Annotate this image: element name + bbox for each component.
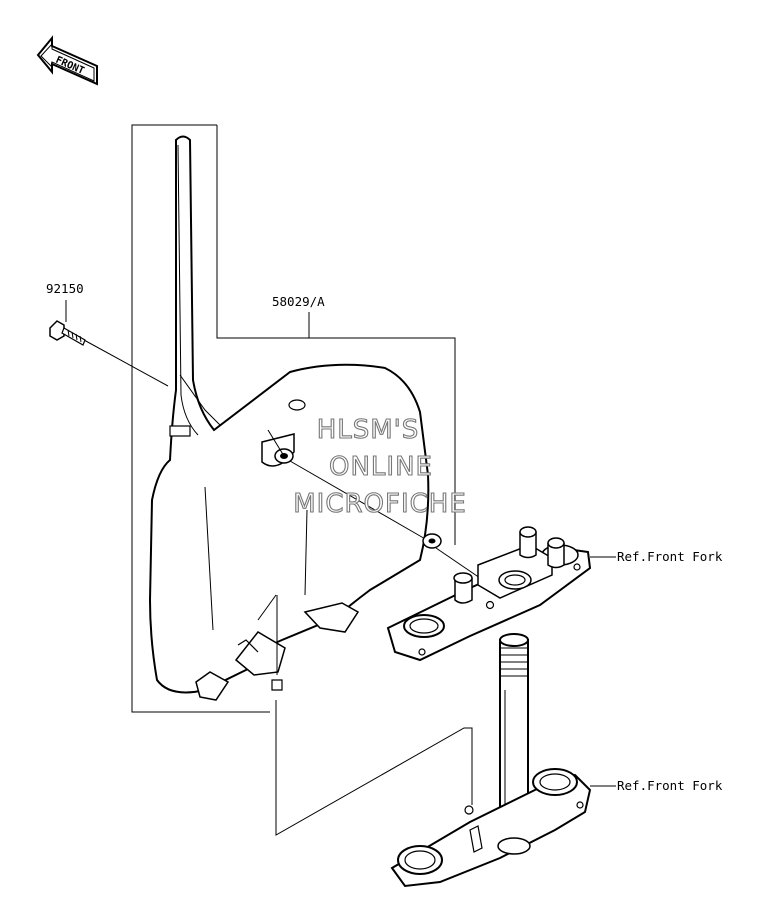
leader-lines (65, 300, 616, 787)
watermark: HLSM'S ONLINE MICROFICHE (293, 414, 467, 519)
front-arrow-icon: FRONT (36, 35, 98, 86)
part-label-number-plate: 58029/A (272, 294, 325, 309)
reference-label-upper: Ref.Front Fork (617, 549, 723, 564)
upper-fork-clamp (386, 526, 592, 662)
part-label-bolt: 92150 (46, 281, 84, 296)
lower-fork-clamp (390, 768, 592, 888)
watermark-line-3: MICROFICHE (293, 489, 467, 519)
bolt-92150-icon (49, 320, 86, 346)
group-bracket (131, 124, 473, 836)
reference-label-lower: Ref.Front Fork (617, 778, 723, 793)
washer-icon (422, 533, 442, 549)
number-plate (148, 135, 430, 701)
watermark-line-2: ONLINE (329, 452, 433, 482)
watermark-line-1: HLSM'S (317, 415, 420, 445)
plate-slot (169, 425, 191, 437)
